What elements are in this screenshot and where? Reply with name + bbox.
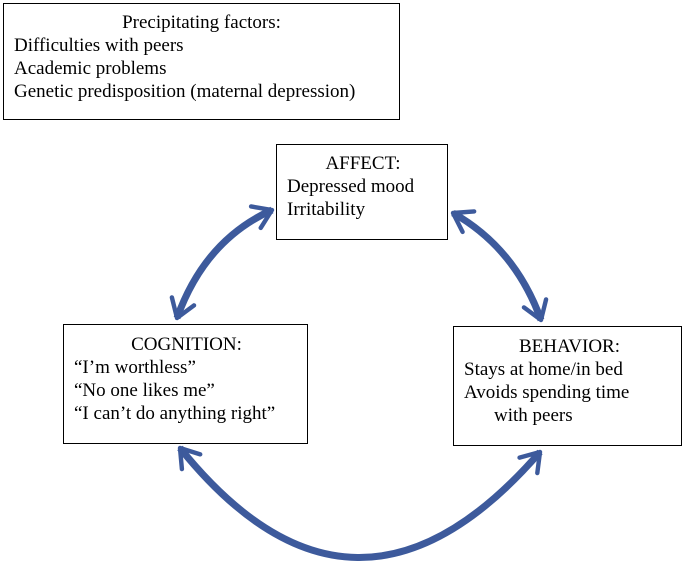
precipitating-factors-box: Precipitating factors: Difficulties with… [3,3,400,120]
affect-title: AFFECT: [325,153,401,174]
cognition-item: “No one likes me” [74,380,215,401]
precipitating-factor-item: Difficulties with peers [14,35,184,56]
behavior-item: Stays at home/in bed [464,359,623,380]
behavior-box: BEHAVIOR: Stays at home/in bed Avoids sp… [453,326,682,446]
cognition-box: COGNITION: “I’m worthless” “No one likes… [63,324,308,444]
precipitating-factor-item: Genetic predisposition (maternal depress… [14,81,356,102]
precipitating-factors-title: Precipitating factors: [122,12,281,33]
behavior-item: with peers [494,405,573,426]
cognition-title: COGNITION: [131,334,242,355]
arrow-cognition-behavior [177,445,543,561]
affect-box: AFFECT: Depressed mood Irritability [276,144,448,240]
arrow-affect-cognition [169,204,275,321]
cognition-item: “I’m worthless” [74,357,196,378]
behavior-item: Avoids spending time [464,382,630,403]
precipitating-factor-item: Academic problems [14,58,167,79]
cognition-item: “I can’t do anything right” [74,403,276,424]
affect-item: Depressed mood [287,176,415,197]
behavior-title: BEHAVIOR: [519,336,620,357]
arrow-affect-behavior [450,209,549,323]
affect-item: Irritability [287,199,366,220]
